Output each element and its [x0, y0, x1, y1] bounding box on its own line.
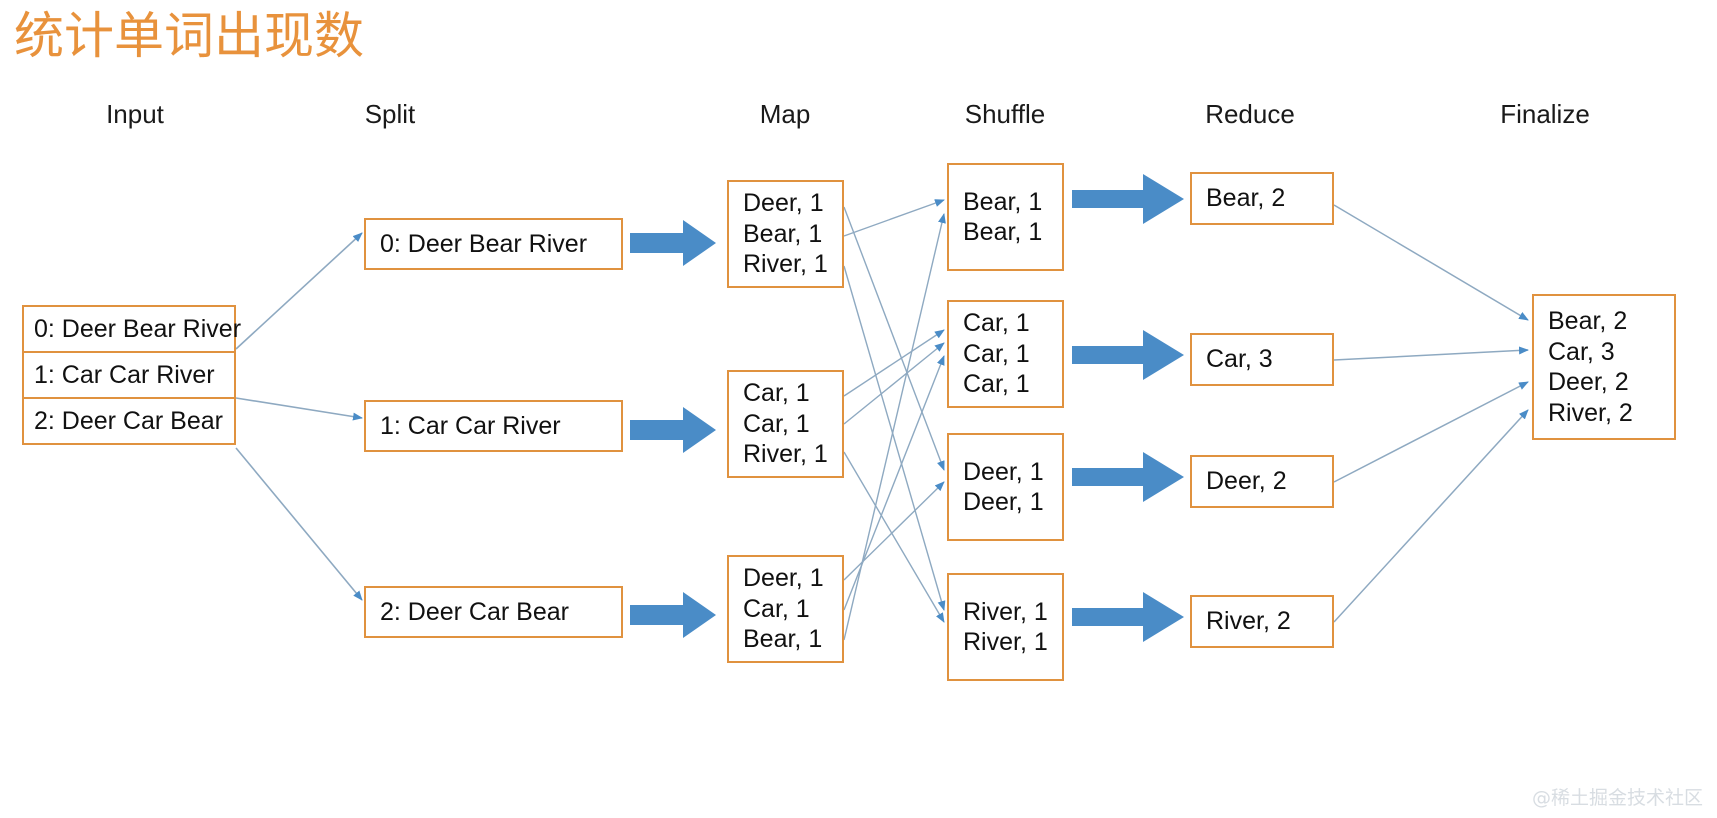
reduce-box-2-text: Deer, 2 — [1206, 467, 1287, 496]
shuffle-box-1-line-2: Car, 1 — [963, 370, 1030, 399]
arrow-shuffle-to-reduce-4 — [1072, 592, 1184, 642]
shuffle-box-2-line-1: Deer, 1 — [963, 488, 1044, 516]
shuffle-box-0-line-0: Bear, 1 — [963, 187, 1043, 216]
map-box-0-line-1: Bear, 1 — [743, 219, 823, 248]
split-box-0[interactable]: 0: Deer Bear River — [364, 218, 623, 270]
arrow-split-to-map-3 — [630, 592, 716, 638]
map-box-2-line-1: Car, 1 — [743, 594, 810, 623]
stage-label-reduce: Reduce — [1205, 99, 1295, 129]
map-box-2-line-2: Bear, 1 — [743, 625, 823, 654]
input-box[interactable]: 0: Deer Bear River 1: Car Car River 2: D… — [22, 305, 241, 445]
finalize-line-0: Bear, 2 — [1548, 307, 1628, 335]
map-box-2-line-0: Deer, 1 — [743, 564, 824, 593]
split-box-1-text: 1: Car Car River — [380, 411, 561, 440]
map-to-shuffle-lines — [843, 199, 946, 641]
split-box-2[interactable]: 2: Deer Car Bear — [364, 586, 623, 638]
split-box-0-text: 0: Deer Bear River — [380, 229, 588, 258]
shuffle-box-1-line-1: Car, 1 — [963, 339, 1030, 368]
stage-label-input: Input — [106, 99, 164, 129]
stage-label-split: Split — [364, 99, 416, 129]
thick-arrows — [630, 174, 1184, 642]
shuffle-box-3[interactable]: River, 1 River, 1 — [947, 573, 1064, 681]
split-box-2-text: 2: Deer Car Bear — [380, 597, 569, 626]
reduce-box-3[interactable]: River, 2 — [1190, 595, 1334, 648]
reduce-box-1[interactable]: Car, 3 — [1190, 333, 1334, 386]
shuffle-box-3-line-0: River, 1 — [963, 597, 1048, 626]
arrow-shuffle-to-reduce-3 — [1072, 452, 1184, 502]
arrow-split-to-map-2 — [630, 407, 716, 453]
map-box-1-line-2: River, 1 — [743, 440, 828, 469]
shuffle-box-2[interactable]: Deer, 1 Deer, 1 — [947, 433, 1064, 541]
reduce-box-2[interactable]: Deer, 2 — [1190, 455, 1334, 508]
stage-label-map: Map — [759, 99, 811, 129]
map-box-1-line-1: Car, 1 — [743, 409, 810, 438]
input-row-0[interactable]: 0: Deer Bear River — [22, 305, 241, 353]
arrow-shuffle-to-reduce-1 — [1072, 174, 1184, 224]
finalize-line-3: River, 2 — [1548, 398, 1633, 427]
input-row-2[interactable]: 2: Deer Car Bear — [22, 397, 236, 445]
reduce-box-1-text: Car, 3 — [1206, 345, 1273, 374]
map-box-0-line-0: Deer, 1 — [743, 189, 824, 218]
watermark: @稀土掘金技术社区 — [1531, 787, 1703, 809]
shuffle-box-2-line-0: Deer, 1 — [963, 457, 1044, 486]
shuffle-box-1-line-0: Car, 1 — [963, 309, 1030, 338]
map-box-0-line-2: River, 1 — [743, 250, 828, 279]
page-title: 统计单词出现数 — [14, 7, 364, 65]
reduce-to-finalize-lines — [1333, 204, 1529, 623]
shuffle-box-1[interactable]: Car, 1 Car, 1 Car, 1 — [947, 300, 1064, 408]
split-box-1[interactable]: 1: Car Car River — [364, 400, 623, 452]
reduce-box-0-text: Bear, 2 — [1206, 184, 1286, 213]
shuffle-box-0[interactable]: Bear, 1 Bear, 1 — [947, 163, 1064, 271]
reduce-box-3-text: River, 2 — [1206, 607, 1291, 636]
map-box-1-line-0: Car, 1 — [743, 379, 810, 408]
arrow-shuffle-to-reduce-2 — [1072, 330, 1184, 380]
arrow-split-to-map-1 — [630, 220, 716, 266]
map-box-1[interactable]: Car, 1 Car, 1 River, 1 — [727, 370, 844, 478]
shuffle-box-3-line-1: River, 1 — [963, 628, 1048, 656]
finalize-box[interactable]: Bear, 2 Car, 3 Deer, 2 River, 2 — [1532, 294, 1676, 440]
stage-label-finalize: Finalize — [1500, 99, 1590, 129]
input-row-1[interactable]: 1: Car Car River — [22, 351, 236, 399]
stage-label-shuffle: Shuffle — [964, 99, 1046, 129]
finalize-line-2: Deer, 2 — [1548, 368, 1629, 396]
input-to-split-lines — [235, 232, 363, 601]
shuffle-box-0-line-1: Bear, 1 — [963, 218, 1043, 246]
map-box-0[interactable]: Deer, 1 Bear, 1 River, 1 — [727, 180, 844, 288]
map-box-2[interactable]: Deer, 1 Car, 1 Bear, 1 — [727, 555, 844, 663]
reduce-box-0[interactable]: Bear, 2 — [1190, 172, 1334, 225]
finalize-line-1: Car, 3 — [1548, 337, 1615, 366]
